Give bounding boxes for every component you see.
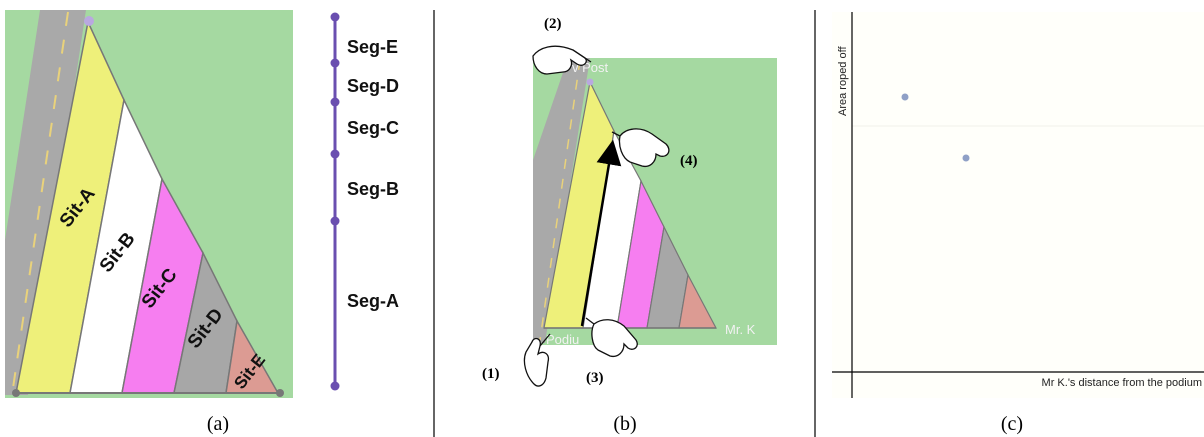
mr-k-point	[276, 389, 284, 397]
step-3-label: (3)	[586, 370, 604, 386]
caption-a: (a)	[207, 413, 229, 435]
y-axis-label: Area roped off	[837, 46, 849, 116]
segment-tick	[330, 97, 340, 107]
step-4-label: (4)	[680, 153, 698, 169]
segment-tick	[330, 216, 340, 226]
segment-tick	[330, 381, 340, 391]
step-1-label: (1)	[482, 366, 500, 382]
seg-d-label: Seg-D	[347, 76, 399, 96]
hand-pointer-icon	[532, 45, 592, 75]
hand-pointer-icon	[585, 317, 638, 358]
post-point	[586, 78, 594, 86]
segment-tick	[330, 58, 340, 68]
panel-b: v Post Podiu Mr. K (2) (1) (3) (4) (b)	[482, 16, 777, 435]
seg-a-label: Seg-A	[347, 291, 399, 311]
panel-a: Sit-A Sit-B Sit-C Sit-D Sit-E Seg-E Seg-…	[5, 10, 399, 435]
road-center-line	[11, 11, 69, 396]
drag-arrow	[580, 139, 622, 327]
segment-tick	[330, 149, 340, 159]
road-center-line	[539, 59, 581, 341]
seg-c-label: Seg-C	[347, 118, 399, 138]
podium-point	[12, 389, 20, 397]
data-point	[962, 154, 970, 162]
panel-c: Area roped off Mr K.'s distance from the…	[832, 12, 1204, 435]
podium-label: Podiu	[546, 332, 579, 347]
caption-c: (c)	[1001, 413, 1023, 435]
seg-e-label: Seg-E	[347, 37, 398, 57]
hand-pointer-icon	[611, 128, 670, 168]
data-point	[901, 93, 909, 101]
road	[533, 58, 590, 343]
seg-b-label: Seg-B	[347, 179, 399, 199]
x-axis-label: Mr K.'s distance from the podium	[1042, 377, 1202, 389]
plot-background	[832, 12, 1204, 398]
hand-pointer-icon	[523, 333, 551, 387]
mr-k-label: Mr. K	[725, 322, 756, 337]
segment-tick	[330, 12, 340, 22]
step-2-label: (2)	[544, 16, 562, 32]
caption-b: (b)	[613, 413, 636, 435]
post-point	[84, 16, 94, 26]
